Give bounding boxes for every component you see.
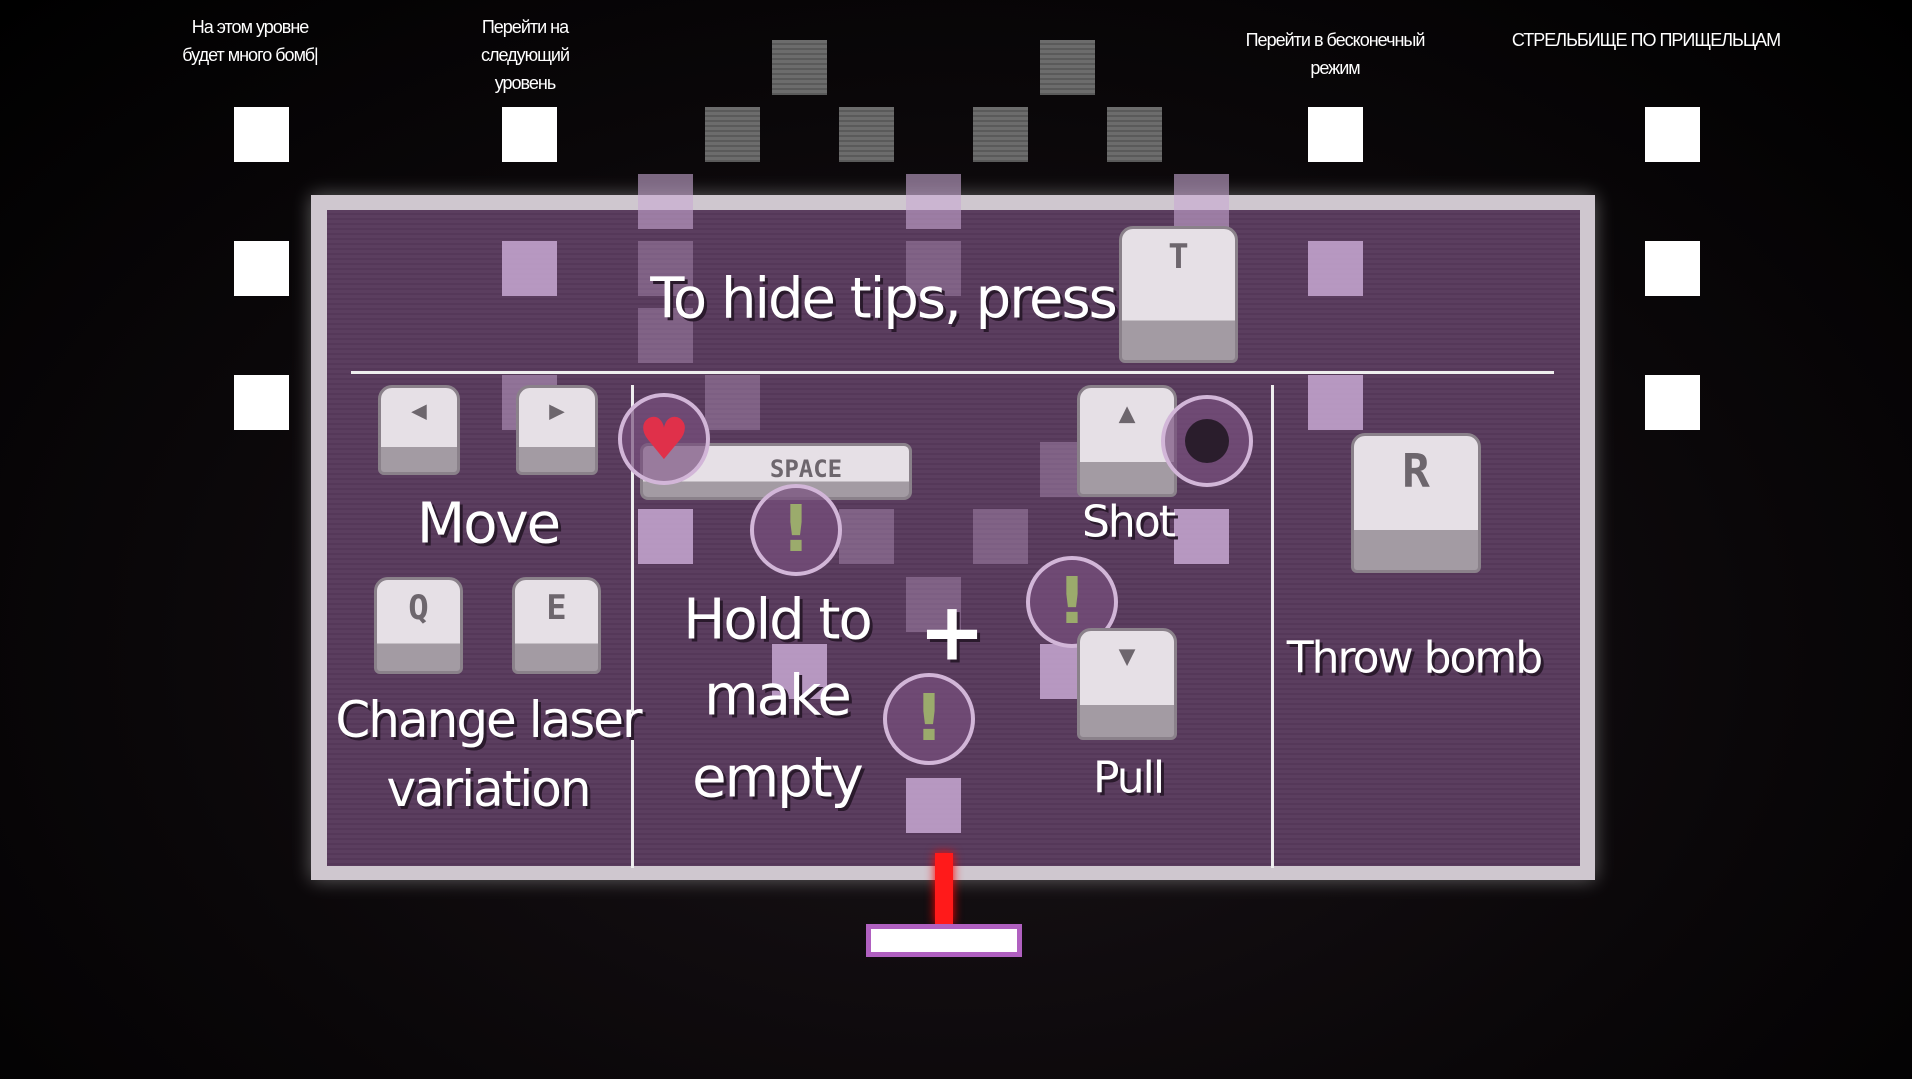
player-paddle <box>866 924 1022 957</box>
level-block[interactable] <box>1645 375 1700 430</box>
exclamation-icon: ! <box>883 673 975 765</box>
level-block[interactable] <box>234 375 289 430</box>
heart-icon: ♥ <box>638 405 690 473</box>
alien-block <box>1308 375 1363 430</box>
level-block-next-level[interactable] <box>502 107 557 162</box>
level-block-endless[interactable] <box>1308 107 1363 162</box>
alien-block <box>973 509 1028 564</box>
plus-icon: + <box>918 585 985 679</box>
bomb-icon-circle <box>1161 395 1253 487</box>
alien-block <box>906 577 961 632</box>
level-block-shooting-range[interactable] <box>1645 107 1700 162</box>
bomb-icon <box>1185 419 1229 463</box>
alien-block <box>705 107 760 162</box>
hold-label-line2: make <box>704 663 852 729</box>
alien-block <box>839 107 894 162</box>
pull-label: Pull <box>1092 752 1165 804</box>
alien-block <box>1174 174 1229 229</box>
alien-block <box>906 778 961 833</box>
key-left-arrow: ◀ <box>378 385 460 475</box>
alien-block <box>1174 509 1229 564</box>
alien-block <box>638 174 693 229</box>
key-down-arrow: ▼ <box>1077 628 1177 740</box>
key-q: Q <box>374 577 463 674</box>
alien-block <box>502 241 557 296</box>
level-label-shooting-range: СТРЕЛЬБИЩЕ ПО ПРИЩЕЛЬЦАМ <box>1511 30 1781 50</box>
key-t: T <box>1119 226 1238 363</box>
level-block-bombs[interactable] <box>234 107 289 162</box>
heart-icon-circle: ♥ <box>618 393 710 485</box>
key-r: R <box>1351 433 1481 573</box>
alien-block <box>1308 241 1363 296</box>
alien-block <box>973 107 1028 162</box>
level-block[interactable] <box>1645 241 1700 296</box>
alien-block <box>705 375 760 430</box>
key-e: E <box>512 577 601 674</box>
divider-vertical <box>631 385 634 868</box>
laser-beam <box>935 853 953 924</box>
exclamation-icon: ! <box>750 484 842 576</box>
shot-label: Shot <box>1082 496 1176 548</box>
alien-block <box>906 174 961 229</box>
move-label: Move <box>416 491 561 557</box>
hold-label-line3: empty <box>692 745 864 811</box>
change-laser-label: Change laser <box>335 691 642 749</box>
key-right-arrow: ▶ <box>516 385 598 475</box>
alien-block <box>1107 107 1162 162</box>
alien-block <box>772 40 827 95</box>
divider-horizontal <box>351 371 1554 374</box>
level-block[interactable] <box>234 241 289 296</box>
hide-tips-text: To hide tips, press <box>650 266 1118 332</box>
key-up-arrow: ▲ <box>1077 385 1177 497</box>
alien-block <box>638 509 693 564</box>
alien-block <box>839 509 894 564</box>
alien-block <box>1040 40 1095 95</box>
alien-block <box>638 308 693 363</box>
alien-block <box>772 644 827 699</box>
hold-label: Hold to <box>683 587 872 653</box>
throw-bomb-label: Throw bomb <box>1286 632 1543 684</box>
alien-block <box>638 241 693 296</box>
change-laser-label-line2: variation <box>386 760 591 818</box>
divider-vertical <box>1271 385 1274 868</box>
alien-block <box>906 241 961 296</box>
